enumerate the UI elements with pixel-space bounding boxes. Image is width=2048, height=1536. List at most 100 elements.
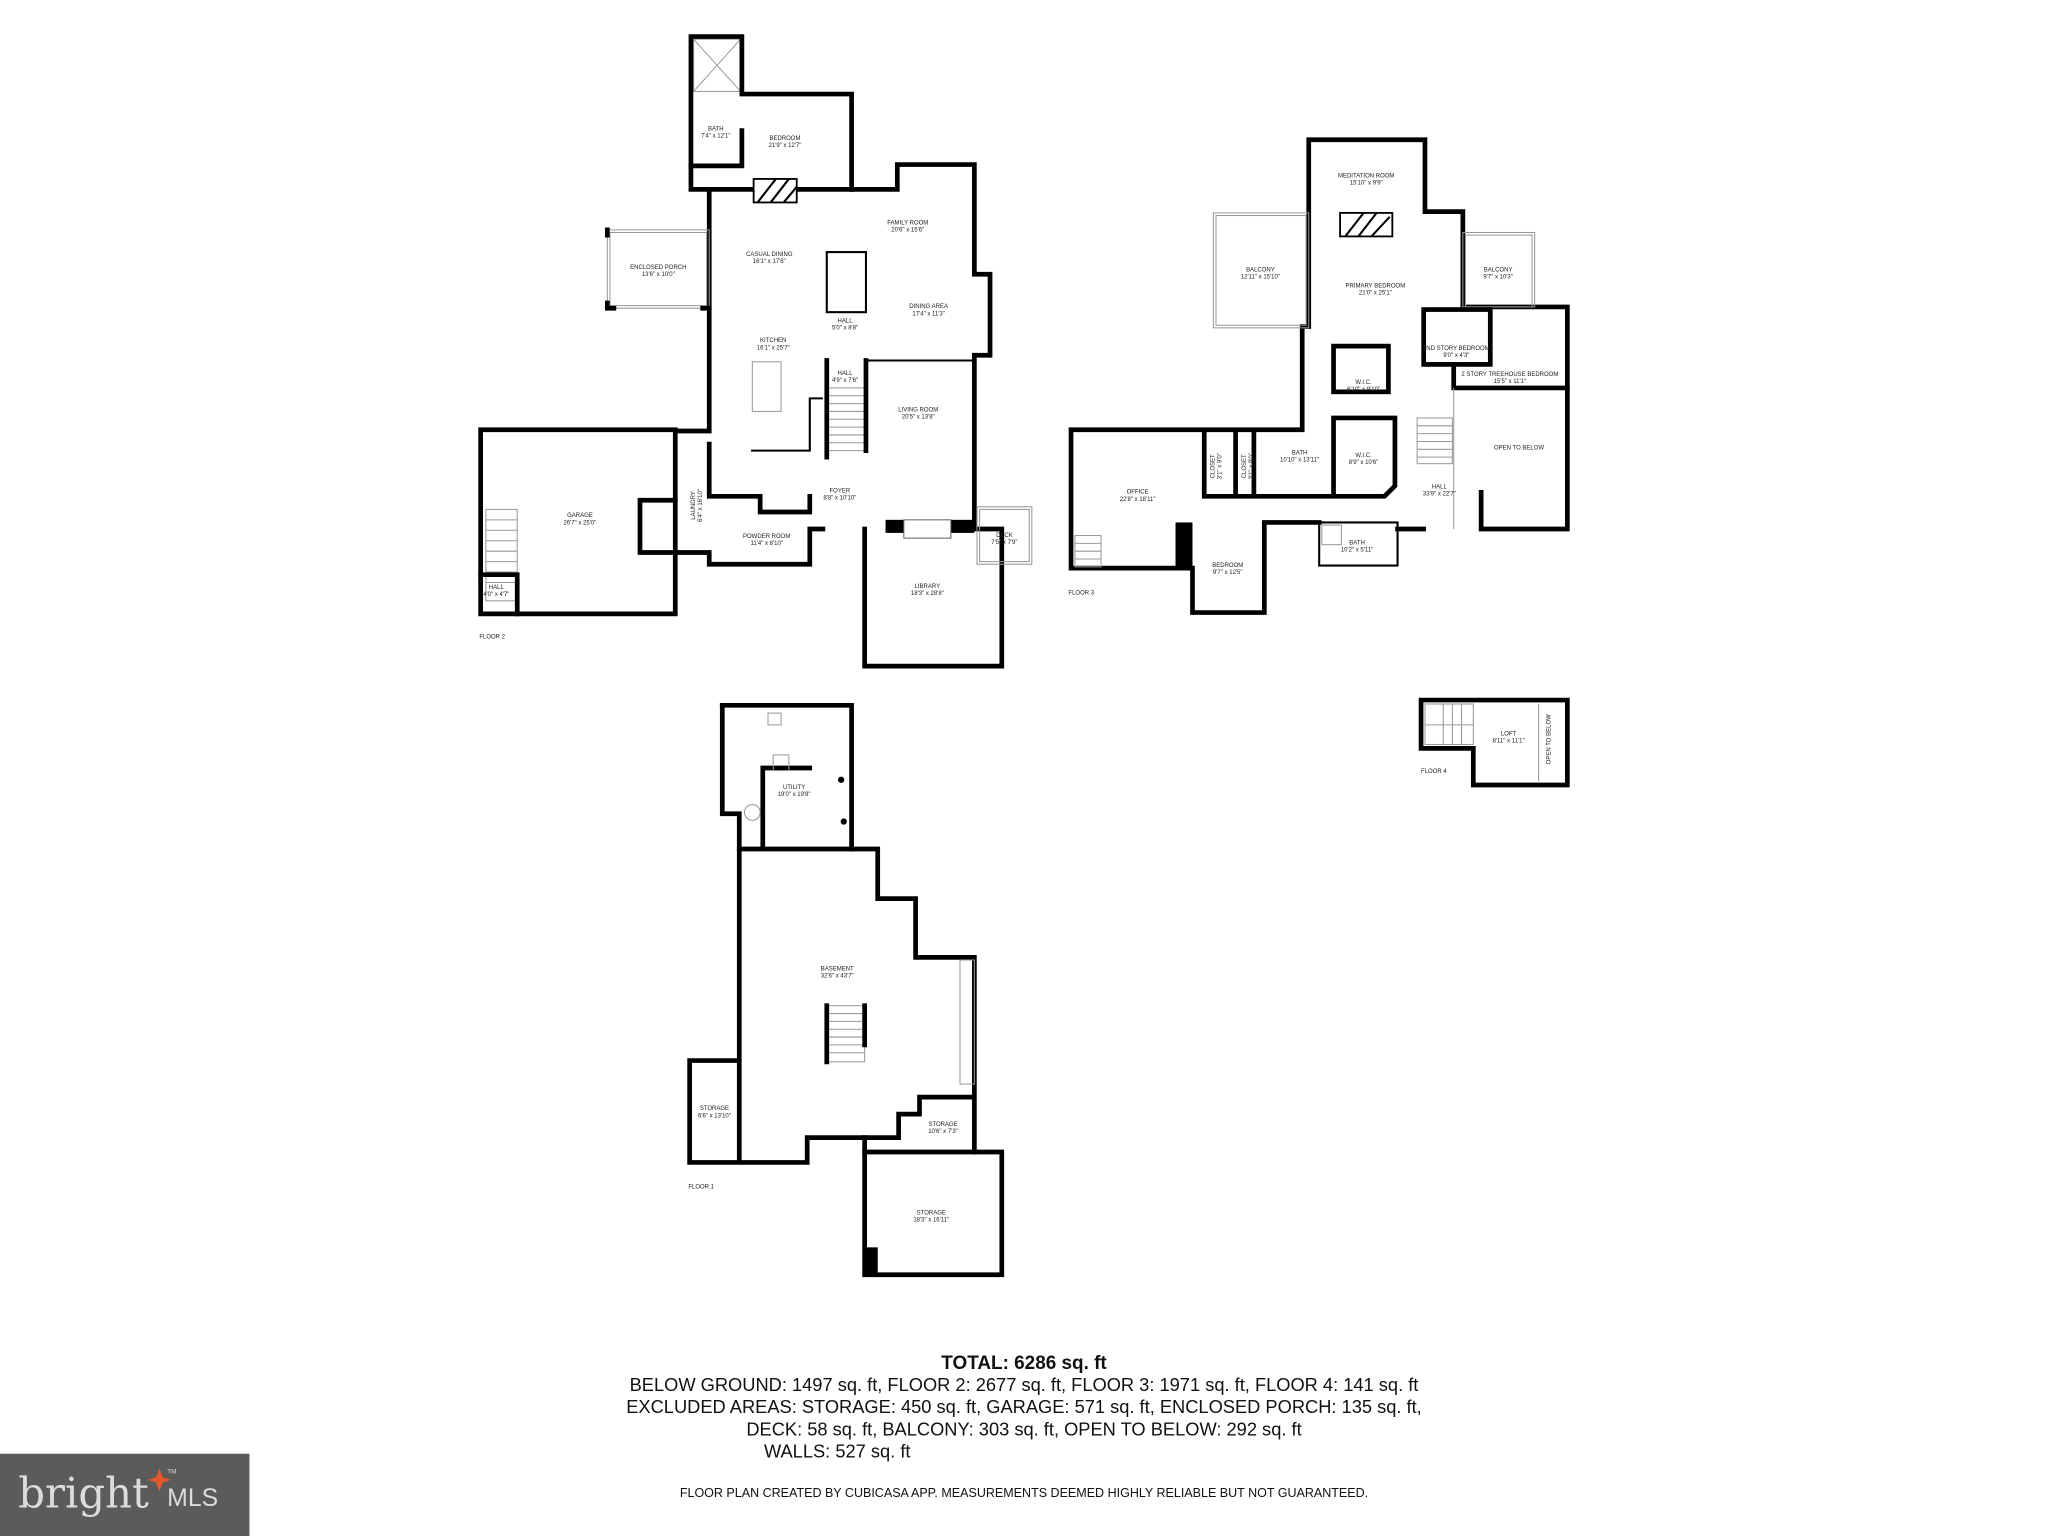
room-name: PRIMARY BEDROOM	[1345, 283, 1405, 289]
room-dimensions: 3'1" x 9'0"	[1218, 453, 1224, 479]
floor-2-walls	[478, 34, 1033, 669]
room-dimensions: 4'9" x 7'6"	[832, 378, 858, 384]
room-dimensions: 16'1" x 17'8"	[753, 259, 786, 265]
room-dimensions: 9'7" x 10'3"	[1483, 275, 1513, 281]
room-dimensions: 3'1" x 8'0"	[1249, 453, 1255, 479]
room-name: STORAGE	[917, 1211, 946, 1217]
room-name: HALL	[1432, 484, 1448, 490]
room-dimensions: 10'6" x 7'3"	[928, 1129, 958, 1135]
room-name: ENCLOSED PORCH	[630, 265, 686, 271]
total-area: TOTAL: 6286 sq. ft	[941, 1353, 1107, 1374]
area-breakdown-line: BELOW GROUND: 1497 sq. ft, FLOOR 2: 2677…	[630, 1374, 1419, 1395]
room-dimensions: 20'6" x 15'6"	[891, 228, 924, 234]
room-name: UTILITY	[783, 785, 805, 791]
room-name: OFFICE	[1127, 490, 1149, 496]
room-name: BASEMENT	[821, 966, 854, 972]
room-dimensions: 20'5" x 13'8"	[902, 414, 935, 420]
room-name: LOFT	[1501, 731, 1517, 737]
room-dimensions: 22'8" x 18'11"	[1120, 497, 1156, 503]
area-breakdown-line: EXCLUDED AREAS: STORAGE: 450 sq. ft, GAR…	[626, 1396, 1422, 1417]
room-dimensions: 4'0" x 4'7"	[483, 592, 509, 598]
room-dimensions: 21'9" x 12'7"	[769, 143, 802, 149]
room-dimensions: 12'11" x 15'10"	[1241, 275, 1280, 281]
room-label: OPEN TO BELOW	[1546, 714, 1552, 764]
room-name: POWDER ROOM	[743, 534, 790, 540]
room-name: HALL	[838, 319, 854, 325]
area-summary: TOTAL: 6286 sq. ft BELOW GROUND: 1497 sq…	[626, 1353, 1422, 1500]
floor-3-walls	[1068, 137, 1570, 615]
room-dimensions: 6'10" x 9'10"	[1347, 387, 1380, 393]
room-name: BATH	[708, 127, 724, 133]
room-label: LAUNDRY6'4" x 16'10"	[691, 489, 704, 522]
room-name: OPEN TO BELOW	[1494, 445, 1544, 451]
room-name: LIBRARY	[915, 584, 941, 590]
room-name: 2 STORY TREEHOUSE BEDROOM	[1461, 372, 1558, 378]
room-dimensions: 19'0" x 19'8"	[778, 792, 811, 798]
room-dimensions: 18'3" x 16'11"	[913, 1218, 949, 1224]
floor-1-walls	[687, 702, 1005, 1278]
room-name: CASUAL DINING	[746, 252, 793, 258]
room-dimensions: 6'4" x 16'10"	[698, 489, 704, 522]
room-label: CLOSET3'1" x 8'0"	[1242, 453, 1255, 479]
room-name: W.I.C.	[1355, 453, 1372, 459]
room-name: FAMILY ROOM	[887, 221, 928, 227]
room-dimensions: 15'10" x 9'9"	[1350, 181, 1383, 187]
floor-label: FLOOR 2	[479, 635, 505, 641]
room-name: OPEN TO BELOW	[1546, 714, 1552, 764]
room-dimensions: 8'11" x 11'1"	[1493, 738, 1525, 744]
room-dimensions: 5'0" x 8'8"	[832, 326, 858, 332]
room-name: W.I.C.	[1355, 380, 1372, 386]
floor-label: FLOOR 3	[1068, 590, 1094, 596]
room-dimensions: 17'4" x 11'3"	[912, 311, 944, 317]
room-dimensions: 26'7" x 25'0"	[563, 520, 596, 526]
room-name: 2ND STORY BEDROOM	[1423, 346, 1490, 352]
room-label: HALL 33'9" x 22'7"	[1423, 484, 1456, 497]
room-name: CLOSET	[1211, 454, 1217, 478]
room-label: W.I.C.6'10" x 9'10"	[1347, 380, 1380, 393]
area-breakdown-line: WALLS: 527 sq. ft	[764, 1441, 911, 1462]
room-name: HALL	[489, 585, 505, 591]
room-dimensions: 33'9" x 22'7"	[1423, 492, 1456, 498]
svg-text:bright: bright	[18, 1468, 149, 1517]
room-dimensions: 18'3" x 28'8"	[911, 591, 944, 597]
disclaimer: FLOOR PLAN CREATED BY CUBICASA APP. MEAS…	[680, 1486, 1368, 1500]
room-name: BALCONY	[1484, 268, 1513, 274]
room-name: BATH	[1349, 541, 1365, 547]
room-dimensions: 8'9" x 10'6"	[1349, 460, 1379, 466]
room-dimensions: 7'4" x 12'1"	[701, 134, 731, 140]
svg-text:MLS: MLS	[167, 1485, 218, 1512]
room-dimensions: 7'5" x 7'9"	[991, 540, 1017, 546]
floor-label: FLOOR 4	[1421, 769, 1447, 775]
room-dimensions: 9'0" x 4'3"	[1443, 353, 1469, 359]
room-dimensions: 11'4" x 8'10"	[750, 541, 782, 547]
room-name: LAUNDRY	[691, 491, 697, 520]
room-name: GARAGE	[567, 513, 593, 519]
